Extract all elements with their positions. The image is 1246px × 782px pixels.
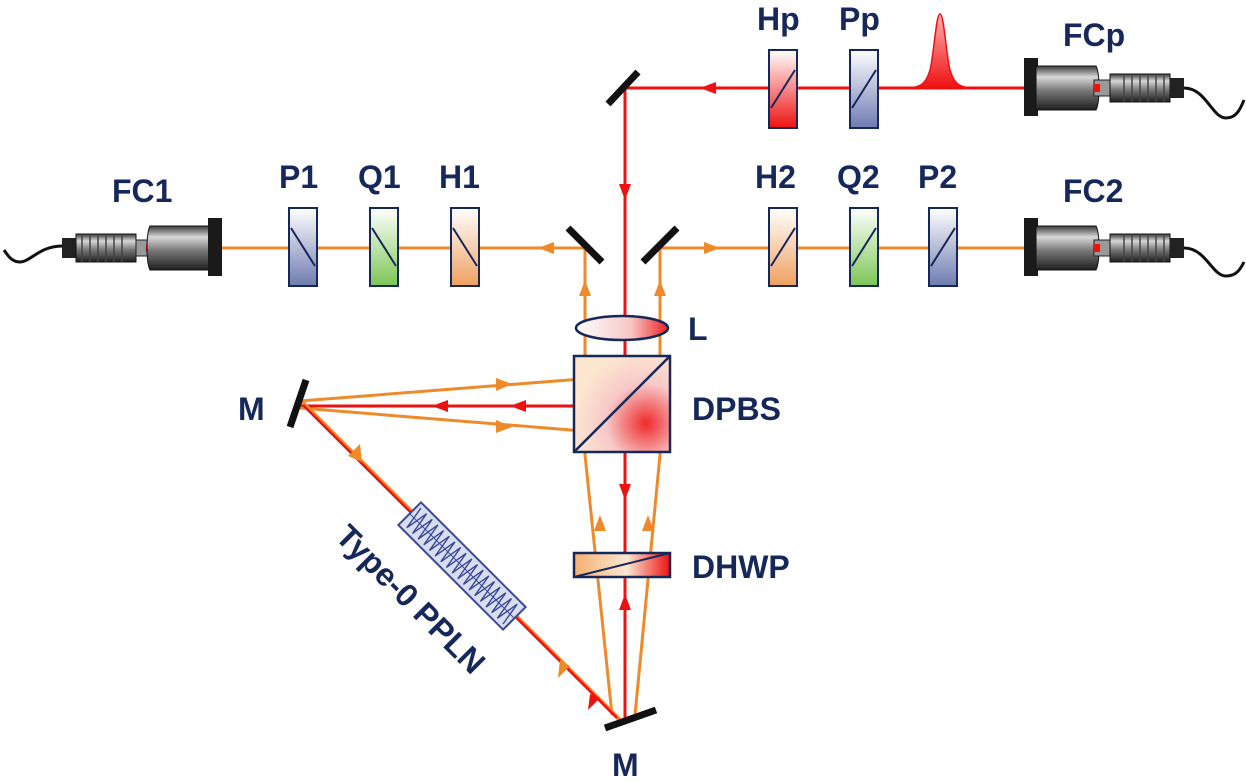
label-h1: H1: [439, 159, 480, 195]
mirror-top: [605, 69, 641, 107]
dual-pbs: [572, 354, 672, 454]
ppln-crystal: [396, 500, 528, 632]
mirror-bottom: [603, 706, 658, 732]
pump-pulse-icon: [899, 13, 981, 89]
pump-arrow: [700, 82, 716, 94]
pump-arrow: [619, 594, 631, 610]
mirrors: [286, 69, 680, 732]
label-ppln: Type-0 PPLN: [329, 517, 492, 680]
label-p2: P2: [918, 159, 957, 195]
pump-arrow: [588, 694, 600, 710]
quarter-waveplate-q2: [849, 207, 879, 287]
polarizer-p2: [928, 207, 958, 287]
mirror-pickoff-right: [640, 225, 680, 265]
photon-arrow: [704, 242, 720, 254]
label-q2: Q2: [837, 159, 880, 195]
label-dpbs: DPBS: [692, 391, 781, 427]
fiber-cable-icon: [1183, 86, 1246, 120]
mirror-left: [286, 378, 310, 429]
lens-l: [574, 314, 670, 342]
pump-arrow: [510, 400, 526, 412]
label-fcp: FCp: [1063, 17, 1125, 53]
pump-arrow: [619, 184, 631, 200]
pump-arrow: [432, 400, 448, 412]
pump-arrow: [619, 484, 631, 500]
label-mirror-bottom: M: [612, 747, 639, 782]
label-hp: Hp: [757, 1, 800, 37]
pump-optics: [768, 13, 981, 129]
fiber-coupler-fc2: [1024, 218, 1246, 278]
polarizer-p1: [288, 207, 318, 287]
polarizer-pp: [849, 49, 879, 129]
photon-arrow: [496, 420, 512, 433]
center-optics: [572, 314, 672, 579]
label-mirror-left: M: [238, 391, 265, 427]
label-fc1: FC1: [112, 173, 172, 209]
label-lens: L: [688, 311, 708, 347]
photon-arrow: [642, 515, 654, 531]
quarter-waveplate-q1: [369, 207, 399, 287]
fiber-coupler-fc1: [2, 218, 222, 276]
dual-half-waveplate: [572, 551, 672, 579]
photon-arrow: [558, 660, 570, 678]
half-waveplate-h1: [450, 207, 480, 287]
label-q1: Q1: [358, 159, 401, 195]
photon-arrow: [594, 515, 606, 531]
fiber-cable-icon: [1183, 246, 1246, 278]
half-waveplate-h2: [768, 207, 798, 287]
photon-arrow: [654, 280, 666, 296]
label-dhwp: DHWP: [692, 549, 790, 585]
photon-beam-lower-right: [633, 454, 662, 716]
mirror-pickoff-left: [565, 225, 605, 265]
label-p1: P1: [279, 159, 318, 195]
right-optics: [768, 207, 958, 287]
label-h2: H2: [755, 159, 796, 195]
photon-arrow: [496, 378, 512, 391]
photon-arrow: [538, 242, 554, 254]
half-waveplate-hp: [768, 49, 798, 129]
label-pp: Pp: [839, 1, 880, 37]
photon-arrow: [579, 280, 591, 296]
fiber-cable-icon: [2, 244, 63, 264]
left-optics: [288, 207, 480, 287]
photon-arrow: [348, 444, 362, 462]
photon-beam-lower-left: [583, 454, 614, 716]
label-fc2: FC2: [1063, 173, 1123, 209]
fiber-coupler-fcp: [1024, 58, 1246, 120]
photon-beam-lower-diag: [299, 406, 621, 436]
photon-beam-upper-diag: [299, 374, 621, 403]
